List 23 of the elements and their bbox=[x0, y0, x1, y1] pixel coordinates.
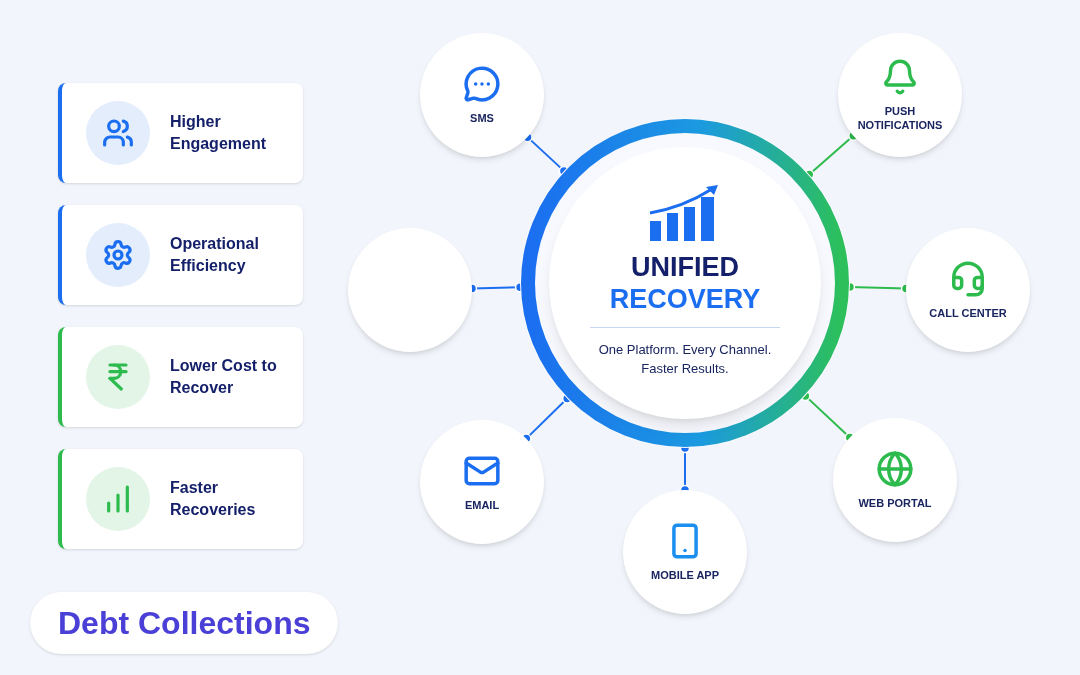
channel-label: PUSH NOTIFICATIONS bbox=[856, 104, 944, 132]
benefit-text: Lower Cost to Recover bbox=[170, 356, 278, 398]
benefit-text: Faster Recoveries bbox=[170, 478, 257, 520]
badge-title: Debt Collections bbox=[58, 604, 311, 643]
channel-label: CALL CENTER bbox=[928, 306, 1008, 320]
channel-label: WEB PORTAL bbox=[857, 496, 933, 510]
channel-label: MOBILE APP bbox=[649, 568, 720, 582]
benefit-card bbox=[58, 205, 303, 305]
channel-label: EMAIL bbox=[463, 498, 501, 512]
connector-line bbox=[521, 393, 573, 444]
channel-label: SMS bbox=[469, 111, 495, 125]
hub-title: RECOVERY bbox=[609, 283, 761, 315]
benefit-text: Higher Engagement bbox=[170, 112, 267, 154]
connector-line bbox=[803, 130, 859, 180]
benefit-card bbox=[58, 327, 303, 427]
benefit-card bbox=[58, 449, 303, 549]
benefit-card bbox=[58, 83, 303, 183]
title-badge bbox=[30, 592, 339, 654]
hub-title: UNIFIED bbox=[631, 251, 739, 283]
benefit-text: Operational Efficiency bbox=[170, 234, 260, 276]
connector-line bbox=[800, 390, 856, 443]
connector-line bbox=[522, 131, 570, 177]
hub-tagline: One Platform. Every Channel. Faster Results. bbox=[590, 327, 780, 378]
